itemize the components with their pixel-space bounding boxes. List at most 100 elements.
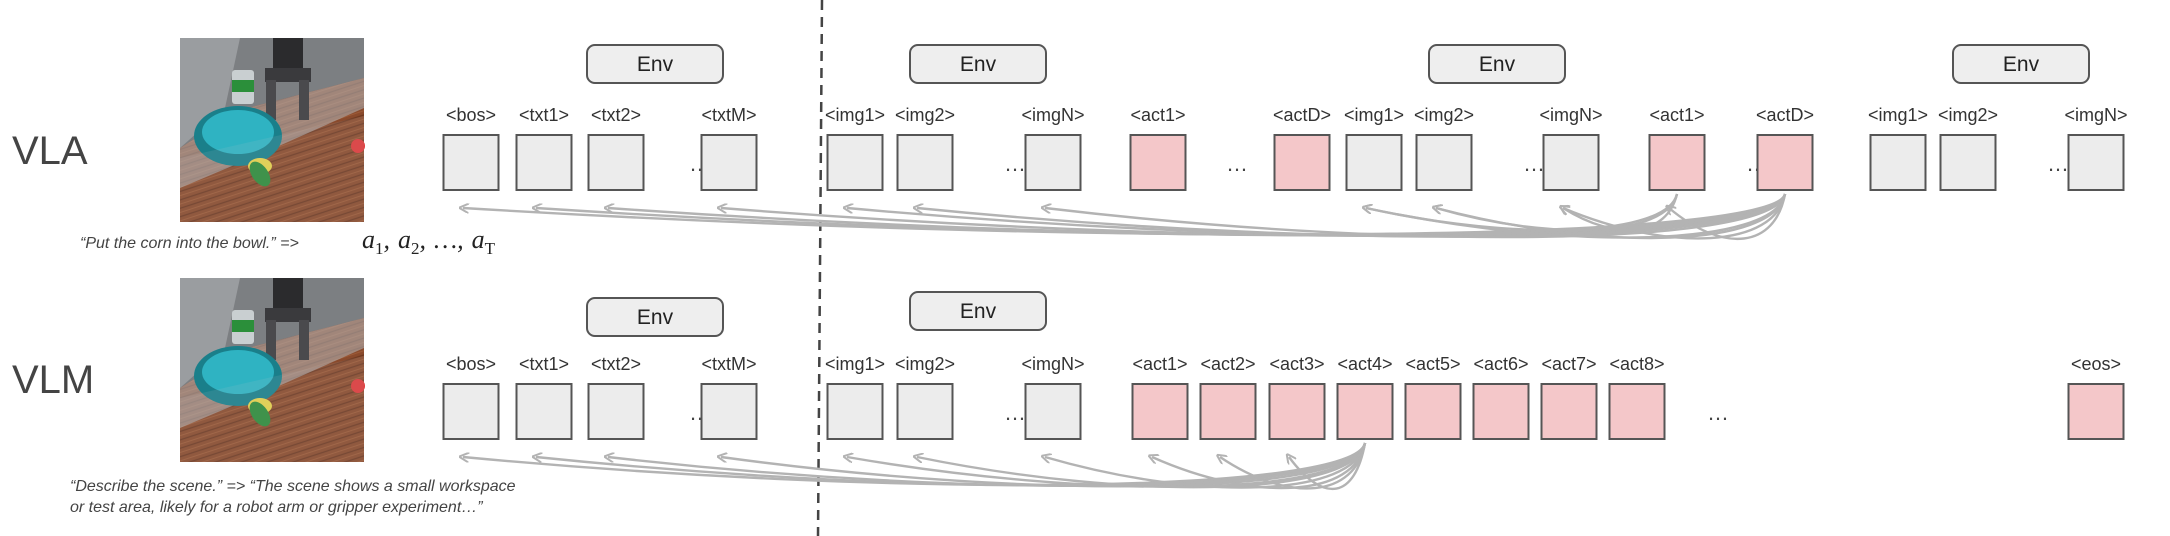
vla-instruction-caption: “Put the corn into the bowl.” =>: [80, 235, 299, 252]
vla-token-label-15: <imgN>: [1539, 105, 1602, 125]
vla-token-label-22: <imgN>: [2064, 105, 2127, 125]
vla-token-txt1-1: <txt1>: [515, 105, 573, 191]
vlm-token-act7-15: <act7>: [1540, 354, 1598, 440]
vlm-token-label-16: <act8>: [1609, 354, 1664, 374]
vlm-token-label-9: <act1>: [1132, 354, 1187, 374]
vlm-token-act2-10: <act2>: [1199, 354, 1257, 440]
vla-token-actD-11: <actD>: [1273, 105, 1331, 191]
vla-scene-image: [180, 38, 365, 222]
vlm-token-act1-9: <act1>: [1131, 354, 1189, 440]
vlm-scene-image: [180, 278, 365, 462]
vla-token-label-18: <actD>: [1756, 105, 1814, 125]
vlm-token-box-12: [1336, 383, 1394, 440]
vlm-token-box-9: [1131, 383, 1189, 440]
vla-token-box-13: [1415, 134, 1473, 191]
vlm-arrow-act4-to-10: [1220, 442, 1367, 490]
vlm-token-label-6: <img2>: [895, 354, 955, 374]
vla-arrow-actD-to-8: [1045, 193, 1787, 239]
vlm-token-box-15: [1540, 383, 1598, 440]
vla-token-box-2: [587, 134, 645, 191]
vlm-arrow-act4-to-11: [1289, 442, 1367, 491]
vla-token-label-5: <img1>: [825, 105, 885, 125]
svg-text:Env: Env: [637, 53, 674, 76]
vlm-token-box-11: [1268, 383, 1326, 440]
vlm-token-label-2: <txt2>: [591, 354, 641, 374]
vlm-env-box-2: Env: [909, 291, 1047, 331]
vlm-env-box-1: Env: [586, 297, 724, 337]
vla-ellipsis-10: …: [1226, 151, 1248, 176]
vlm-token-box-16: [1608, 383, 1666, 440]
vla-arrow-act1-to-13: [1436, 193, 1679, 232]
vla-token-img2-20: <img2>: [1938, 105, 1998, 191]
vlm-prompt-caption-line2: or test area, likely for a robot arm or …: [70, 499, 483, 516]
vla-token-label-19: <img1>: [1868, 105, 1928, 125]
vlm-arrow-act4-to-2: [608, 442, 1367, 487]
vlm-token-box-18: [2067, 383, 2125, 440]
vlm-token-bos-0: <bos>: [442, 354, 500, 440]
divider-line: [816, 0, 824, 536]
vlm-token-label-13: <act5>: [1405, 354, 1460, 374]
vla-token-label-20: <img2>: [1938, 105, 1998, 125]
vlm-token-box-8: [1024, 383, 1082, 440]
vla-token-label-16: <act1>: [1649, 105, 1704, 125]
vla-token-label-0: <bos>: [446, 105, 496, 125]
vlm-token-label-11: <act3>: [1269, 354, 1324, 374]
vla-token-box-11: [1273, 134, 1331, 191]
vla-ellipsis-7: …: [1004, 151, 1026, 176]
vla-token-box-0: [442, 134, 500, 191]
vlm-token-box-10: [1199, 383, 1257, 440]
vla-token-box-8: [1024, 134, 1082, 191]
vlm-token-box-2: [587, 383, 645, 440]
vla-ellipsis-14: …: [1523, 151, 1545, 176]
vlm-token-act6-14: <act6>: [1472, 354, 1530, 440]
vlm-token-txtM-4: <txtM>: [700, 354, 758, 440]
vla-token-img2-13: <img2>: [1414, 105, 1474, 191]
vla-token-label-4: <txtM>: [701, 105, 756, 125]
vlm-token-box-6: [896, 383, 954, 440]
vla-token-box-4: [700, 134, 758, 191]
vlm-token-label-5: <img1>: [825, 354, 885, 374]
vla-arrow-actD-to-15: [1563, 193, 1787, 240]
vlm-token-act8-16: <act8>: [1608, 354, 1666, 440]
vla-token-box-19: [1869, 134, 1927, 191]
vla-token-label-8: <imgN>: [1021, 105, 1084, 125]
vla-env-box-2: Env: [909, 44, 1047, 84]
vlm-arrow-act4-to-6: [917, 442, 1367, 489]
vlm-token-label-10: <act2>: [1200, 354, 1255, 374]
vla-token-label-1: <txt1>: [519, 105, 569, 125]
vla-token-box-18: [1756, 134, 1814, 191]
vlm-token-box-1: [515, 383, 573, 440]
vlm-token-txt1-1: <txt1>: [515, 354, 573, 440]
vla-token-act1-9: <act1>: [1129, 105, 1187, 191]
vla-token-img1-5: <img1>: [825, 105, 885, 191]
svg-text:Env: Env: [960, 300, 997, 323]
vla-token-act1-16: <act1>: [1648, 105, 1706, 191]
vlm-token-img2-6: <img2>: [895, 354, 955, 440]
vla-token-txtM-4: <txtM>: [700, 105, 758, 191]
vla-env-box-1: Env: [586, 44, 724, 84]
vlm-ellipsis-17: …: [1707, 400, 1729, 425]
attention-arrows: [463, 193, 1787, 491]
vla-env-box-4: Env: [1952, 44, 2090, 84]
vlm-token-eos-18: <eos>: [2067, 354, 2125, 440]
vlm-ellipsis-7: …: [1004, 400, 1026, 425]
svg-text:Env: Env: [2003, 53, 2040, 76]
svg-text:Env: Env: [960, 53, 997, 76]
vlm-token-box-5: [826, 383, 884, 440]
vlm-row-label: VLM: [12, 358, 94, 402]
vlm-token-label-18: <eos>: [2071, 354, 2121, 374]
vlm-token-txt2-2: <txt2>: [587, 354, 645, 440]
vla-arrow-act1-to-15: [1563, 193, 1679, 232]
vlm-token-label-0: <bos>: [446, 354, 496, 374]
vlm-token-img1-5: <img1>: [825, 354, 885, 440]
vla-token-imgN-15: <imgN>: [1539, 105, 1603, 191]
vla-token-box-12: [1345, 134, 1403, 191]
vla-token-imgN-8: <imgN>: [1021, 105, 1085, 191]
vlm-token-label-12: <act4>: [1337, 354, 1392, 374]
svg-text:a1,a2,…,aT: a1,a2,…,aT: [362, 225, 496, 258]
vla-token-label-2: <txt2>: [591, 105, 641, 125]
vla-token-imgN-22: <imgN>: [2064, 105, 2128, 191]
vlm-token-act5-13: <act5>: [1404, 354, 1462, 440]
vlm-token-imgN-8: <imgN>: [1021, 354, 1085, 440]
